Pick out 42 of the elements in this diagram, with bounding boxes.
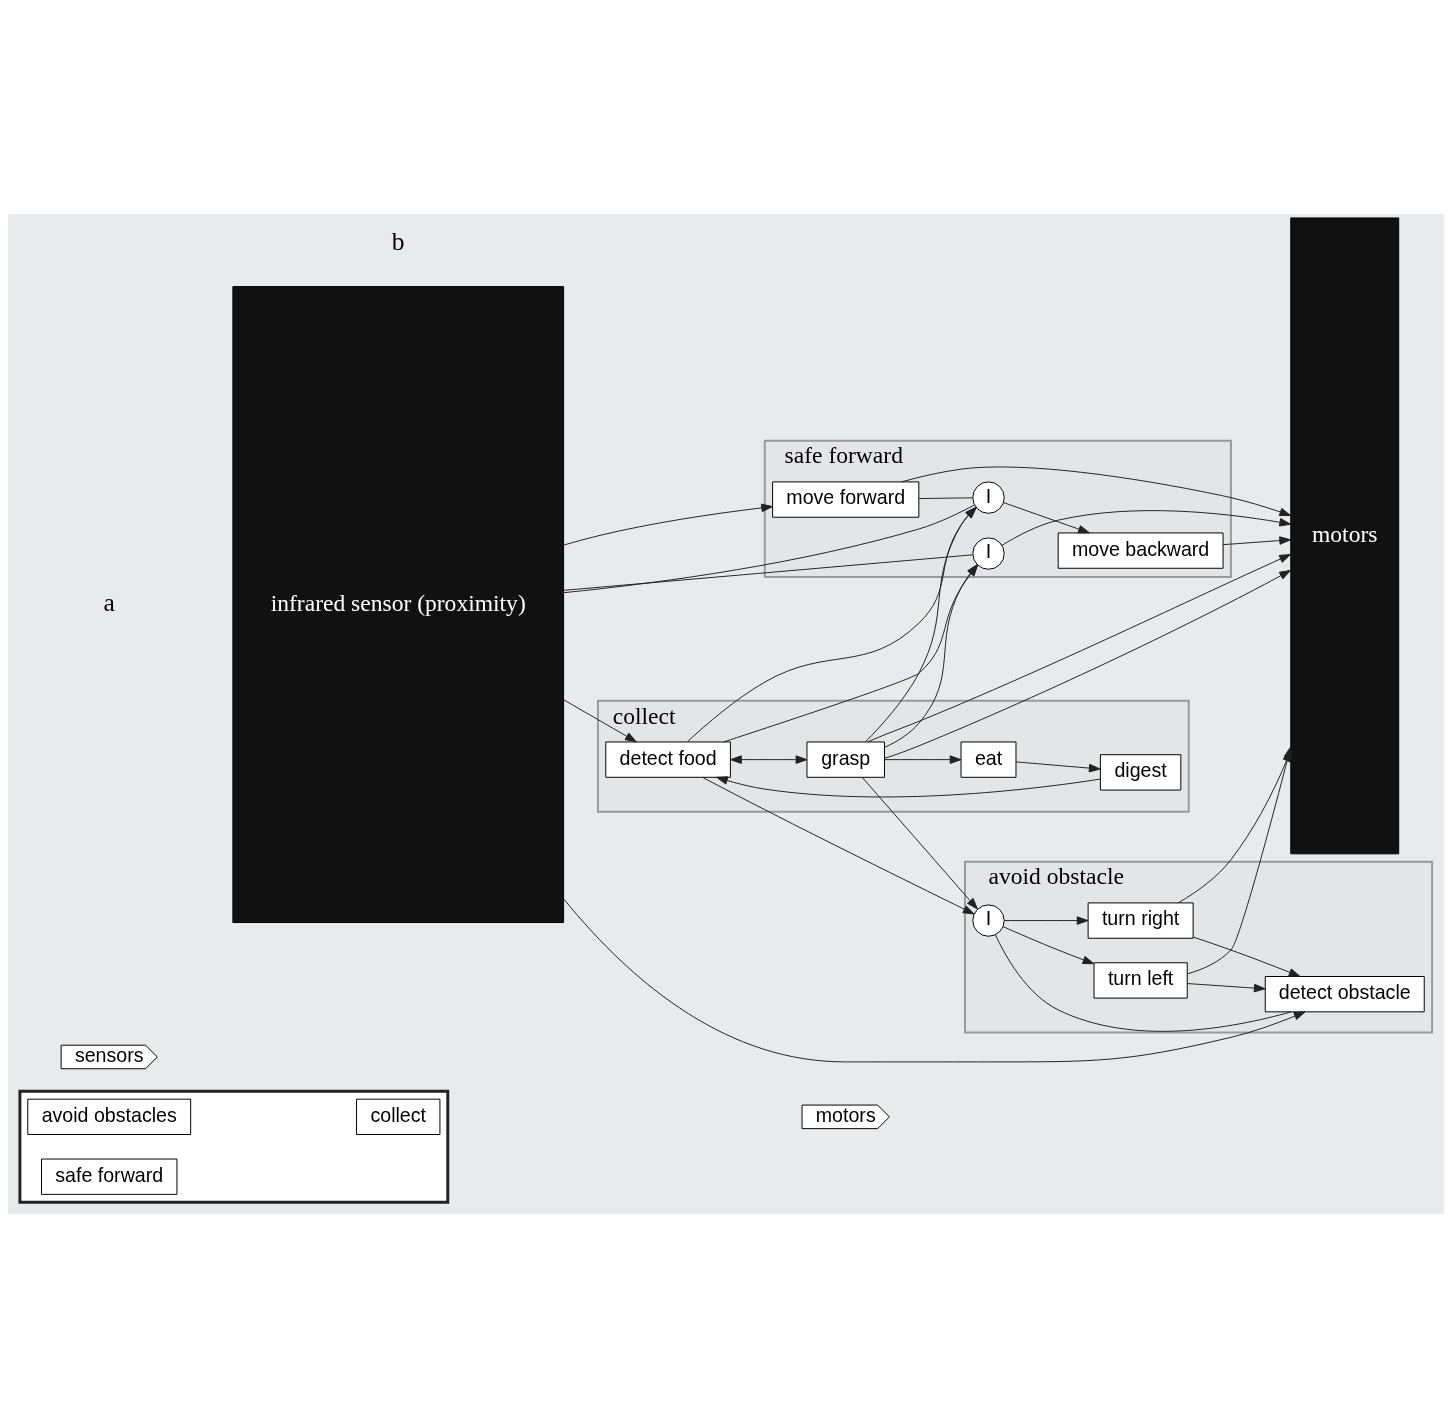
- arrow: [1002, 926, 1095, 965]
- node-circle: I: [972, 904, 1005, 937]
- arrow: [884, 564, 978, 748]
- node-box: turn left: [1093, 962, 1188, 999]
- arrow: [861, 777, 978, 910]
- node-box: safe forward: [41, 1158, 178, 1195]
- arrow: [723, 564, 979, 743]
- node-box: avoid obstacles: [27, 1098, 192, 1135]
- arrow: [1015, 761, 1101, 773]
- node-box: infrared sensor (proximity): [232, 286, 565, 924]
- node-box: move backward: [1057, 532, 1224, 569]
- node-box: move forward: [772, 481, 920, 518]
- connector: [994, 934, 1292, 1032]
- arrow: [563, 898, 1306, 1063]
- arrow: [563, 503, 773, 546]
- connector: [563, 554, 973, 591]
- arrow: [884, 755, 962, 764]
- node-box: eat: [960, 741, 1017, 778]
- node-circle: I: [972, 537, 1005, 570]
- arrow: [1222, 536, 1292, 546]
- arrow: [1187, 983, 1266, 993]
- arrow: [716, 776, 1101, 798]
- node-box: grasp: [806, 741, 885, 778]
- cluster: [18, 1089, 450, 1204]
- arrow: [1192, 936, 1301, 977]
- connector: [918, 497, 974, 500]
- node-box: motors: [1290, 217, 1400, 855]
- node-box: collect: [356, 1098, 441, 1135]
- label: a: [103, 587, 115, 617]
- node-box: digest: [1099, 754, 1182, 791]
- arrow: [730, 755, 808, 764]
- node-box: detect food: [605, 741, 731, 778]
- arrow: [1001, 510, 1292, 546]
- arrow: [1003, 502, 1090, 534]
- arrow: [867, 554, 1291, 743]
- arrow: [563, 699, 637, 743]
- arrow: [702, 776, 975, 915]
- node-circle: I: [972, 481, 1005, 514]
- arrow: [1003, 916, 1089, 925]
- node-box: turn right: [1087, 902, 1194, 939]
- node-box: detect obstacle: [1264, 976, 1425, 1013]
- label: b: [391, 226, 405, 256]
